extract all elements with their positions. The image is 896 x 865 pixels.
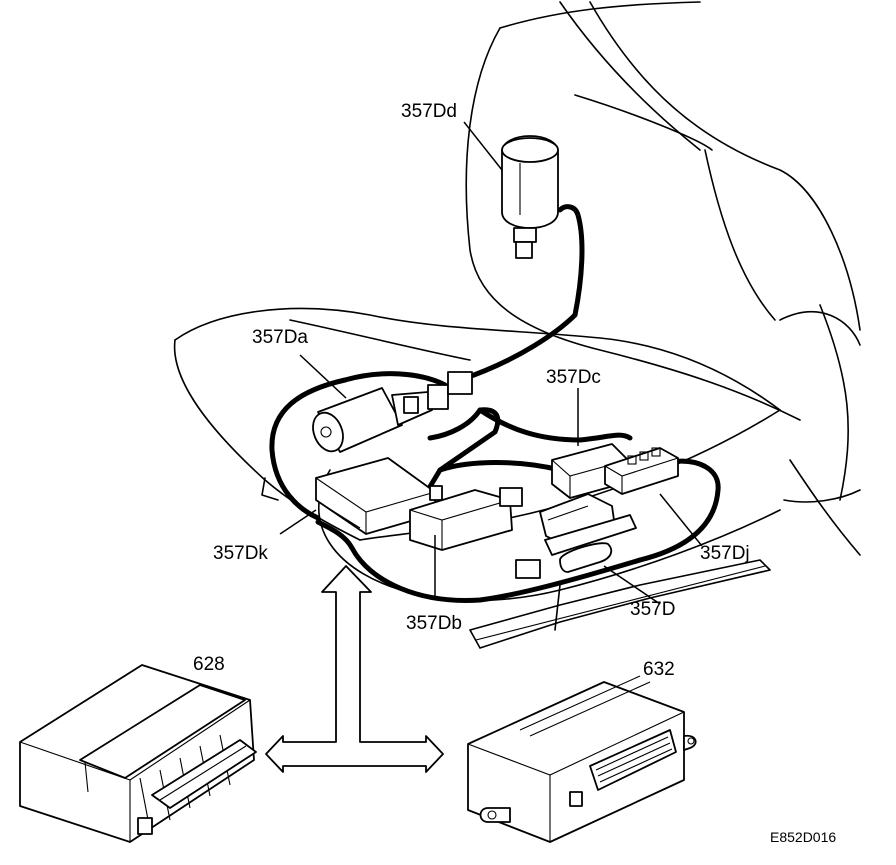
label-357Db: 357Db [406,613,462,634]
label-632: 632 [643,659,675,680]
motor-357Dd [501,135,559,259]
label-357Dc: 357Dc [546,367,601,388]
figure-reference: E852D016 [770,829,837,845]
switch-357Dj [604,447,679,495]
label-357Da: 357Da [252,327,308,348]
label-357D: 357D [630,599,676,620]
control-unit-632 [467,675,697,843]
label-628: 628 [193,654,225,675]
label-357Dd: 357Dd [401,101,457,122]
bidirectional-arrow [265,565,444,773]
wiring-harness [269,204,721,603]
control-unit-628 [19,664,257,843]
module-357D [515,493,637,579]
seat-cushion [173,307,781,541]
label-357Dj: 357Dj [700,543,750,564]
seat-backrest [465,1,861,556]
motor-357Da [312,371,473,453]
leader-lines [279,121,703,605]
label-357Dk: 357Dk [213,543,268,564]
connector-357Dk [315,457,443,535]
